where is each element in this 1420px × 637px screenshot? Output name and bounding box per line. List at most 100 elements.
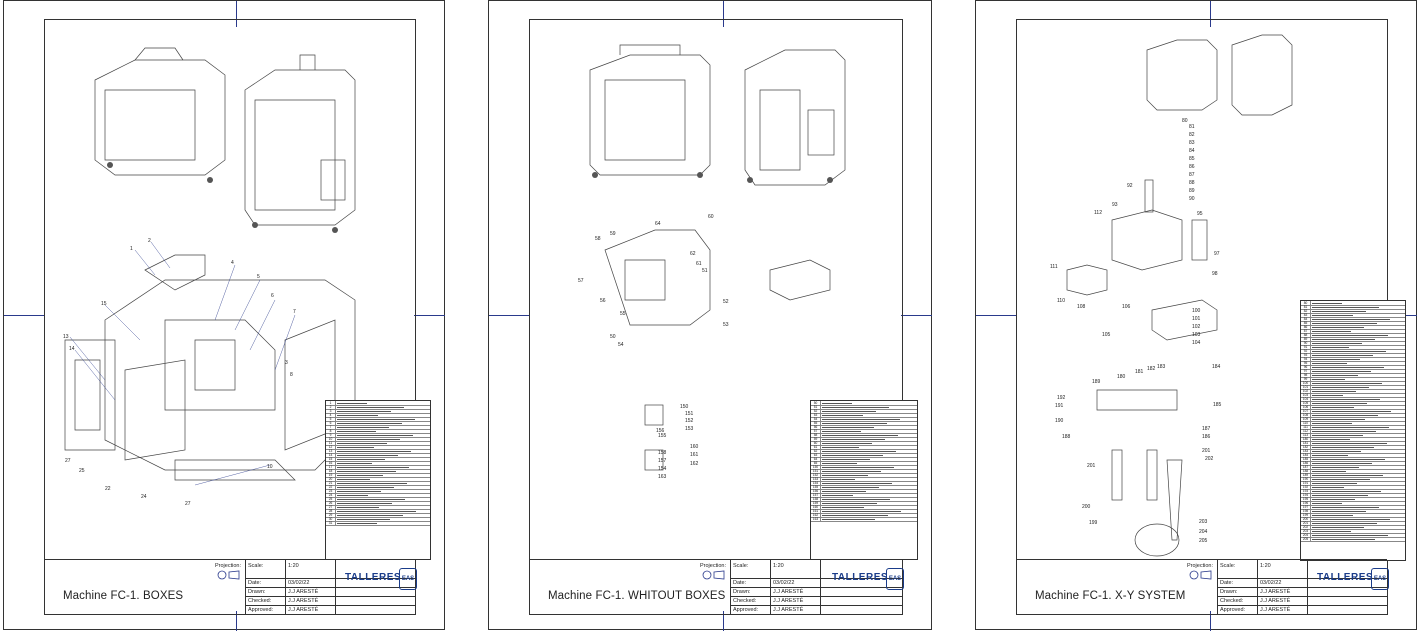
part-number: 8 xyxy=(326,429,336,433)
parts-list-row: 84 xyxy=(1301,317,1405,322)
parts-list-row: 156 xyxy=(811,489,917,494)
parts-list-row: 203 xyxy=(1301,529,1405,534)
part-description-line xyxy=(822,502,877,504)
part-description-line xyxy=(337,458,385,460)
part-number: 200 xyxy=(1301,517,1311,521)
part-number: 54 xyxy=(811,417,821,421)
part-description-line xyxy=(337,482,407,484)
parts-list-row: 112 xyxy=(1301,429,1405,434)
svg-text:27: 27 xyxy=(185,501,191,507)
parts-list-row: 2 xyxy=(326,405,430,410)
parts-list-row: 16 xyxy=(326,461,430,466)
scale-value: 1:20 xyxy=(288,563,299,569)
part-number: 4 xyxy=(326,413,336,417)
svg-text:190: 190 xyxy=(1055,418,1064,424)
part-description-line xyxy=(1312,402,1367,404)
svg-text:56: 56 xyxy=(600,298,606,304)
parts-list-row: 96 xyxy=(1301,365,1405,370)
svg-text:192: 192 xyxy=(1057,395,1066,401)
part-number: 199 xyxy=(1301,513,1311,517)
parts-list-row: 104 xyxy=(1301,397,1405,402)
parts-list-row: 87 xyxy=(1301,329,1405,334)
svg-text:13: 13 xyxy=(63,334,69,340)
part-description-line xyxy=(1312,318,1390,320)
part-description-line xyxy=(822,466,894,468)
part-description-line xyxy=(1312,510,1366,512)
projection-symbol-icon xyxy=(702,570,725,580)
parts-list-row: 183 xyxy=(1301,449,1405,454)
center-mark-bottom xyxy=(723,611,724,631)
svg-text:112: 112 xyxy=(1094,210,1102,216)
parts-list-row: 65 xyxy=(811,461,917,466)
part-description-line xyxy=(337,450,411,452)
parts-list-row: 197 xyxy=(1301,505,1405,510)
parts-list-row: 4 xyxy=(326,413,430,418)
part-description-line xyxy=(1312,446,1374,448)
part-number: 16 xyxy=(326,461,336,465)
parts-list-row: 191 xyxy=(1301,481,1405,486)
parts-list-row: 20 xyxy=(326,477,430,482)
center-mark-top xyxy=(1210,1,1211,27)
part-number: 95 xyxy=(1301,361,1311,365)
part-number: 55 xyxy=(811,421,821,425)
svg-text:98: 98 xyxy=(1212,271,1218,277)
svg-text:8: 8 xyxy=(290,372,293,378)
svg-text:155: 155 xyxy=(658,433,667,439)
part-description-line xyxy=(1312,482,1357,484)
part-number: 13 xyxy=(326,449,336,453)
part-number: 182 xyxy=(1301,445,1311,449)
part-number: 53 xyxy=(811,413,821,417)
svg-text:180: 180 xyxy=(1117,374,1126,380)
part-description-line xyxy=(1312,346,1349,348)
svg-text:188: 188 xyxy=(1062,434,1071,440)
part-description-line xyxy=(1312,422,1352,424)
parts-list-row: 152 xyxy=(811,473,917,478)
parts-list-row: 102 xyxy=(1301,389,1405,394)
part-description-line xyxy=(1312,490,1381,492)
parts-list-row: 86 xyxy=(1301,325,1405,330)
parts-list-row: 204 xyxy=(1301,533,1405,538)
part-description-line xyxy=(822,414,863,416)
title-block: Projection: Scale: 1:20 Date: 03/02/22 D… xyxy=(530,559,904,614)
part-description-line xyxy=(1312,538,1375,540)
part-description-line xyxy=(822,518,875,520)
parts-list-row: 111 xyxy=(1301,425,1405,430)
svg-text:24: 24 xyxy=(141,494,147,500)
part-description-line xyxy=(1312,434,1363,436)
part-description-line xyxy=(1312,394,1343,396)
svg-text:82: 82 xyxy=(1189,132,1195,138)
center-mark-bottom xyxy=(1210,611,1211,631)
eas-seal-icon: EAS xyxy=(886,568,904,590)
svg-text:106: 106 xyxy=(1122,304,1131,310)
part-number: 162 xyxy=(811,513,821,517)
svg-text:151: 151 xyxy=(685,411,694,417)
part-number: 112 xyxy=(1301,429,1311,433)
svg-text:90: 90 xyxy=(1189,196,1195,202)
svg-text:6: 6 xyxy=(271,293,274,299)
part-description-line xyxy=(337,406,404,408)
part-description-line xyxy=(1312,302,1342,304)
parts-list-row: 88 xyxy=(1301,333,1405,338)
parts-list-row: 157 xyxy=(811,493,917,498)
svg-text:10: 10 xyxy=(267,464,273,470)
parts-list-row: 25 xyxy=(326,497,430,502)
part-number: 94 xyxy=(1301,357,1311,361)
parts-list-row: 93 xyxy=(1301,353,1405,358)
parts-list-row: 64 xyxy=(811,457,917,462)
part-description-line xyxy=(337,446,374,448)
part-number: 1 xyxy=(326,401,336,405)
part-description-line xyxy=(1312,350,1386,352)
svg-text:59: 59 xyxy=(610,231,616,237)
part-description-line xyxy=(337,426,389,428)
parts-list-row: 99 xyxy=(1301,377,1405,382)
parts-list-row: 17 xyxy=(326,465,430,470)
part-number: 52 xyxy=(811,409,821,413)
parts-list-row: 192 xyxy=(1301,485,1405,490)
parts-list-row: 107 xyxy=(1301,409,1405,414)
part-number: 89 xyxy=(1301,337,1311,341)
